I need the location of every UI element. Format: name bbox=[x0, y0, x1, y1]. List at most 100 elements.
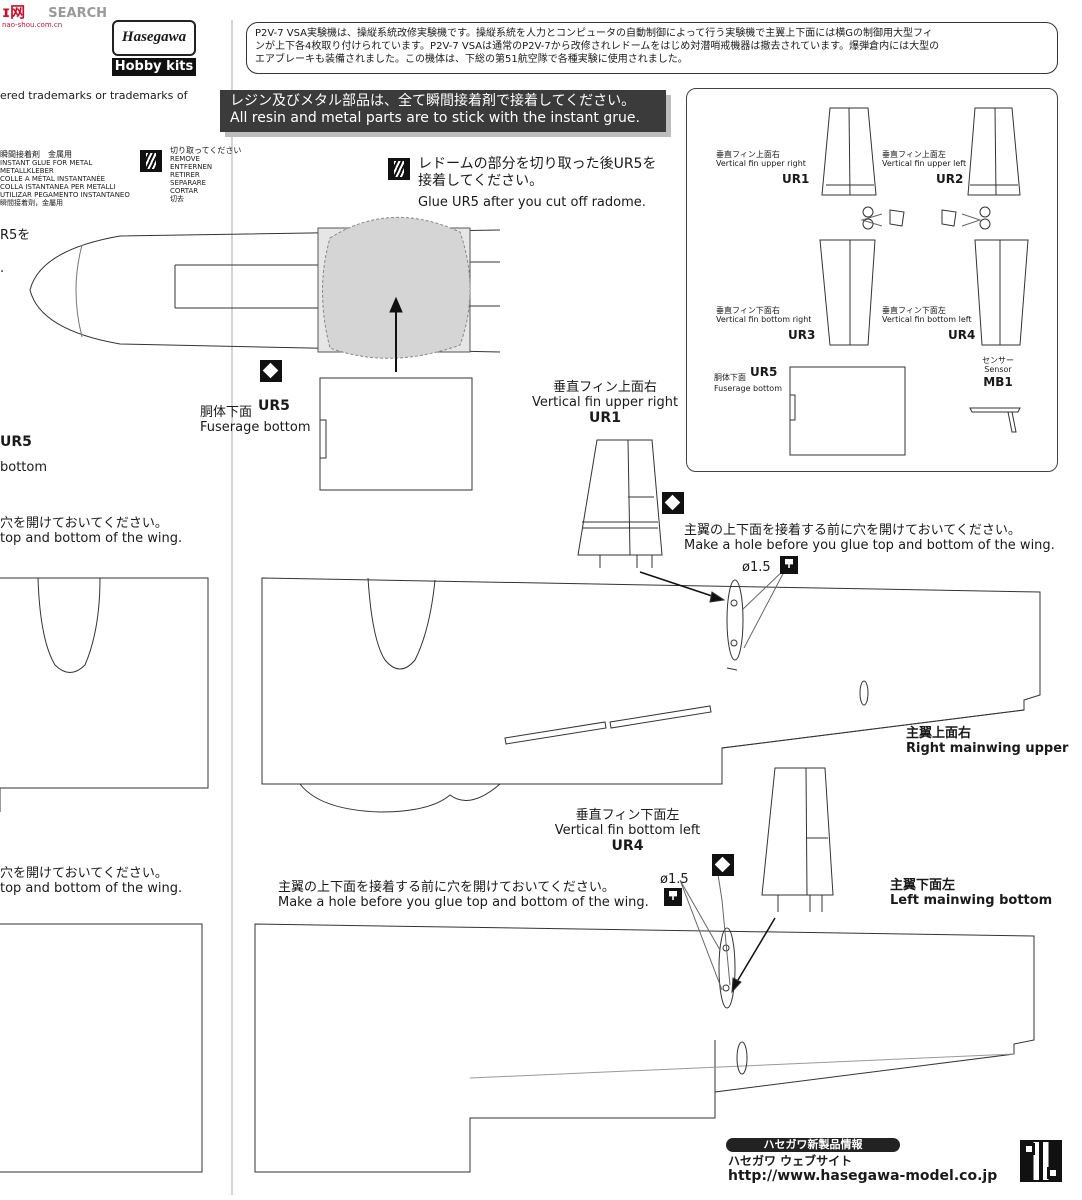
hole-note-lower-en: Make a hole before you glue top and bott… bbox=[278, 895, 649, 910]
trademark-note: ered trademarks or trademarks of bbox=[0, 89, 188, 102]
left-wing-bottom-outline bbox=[254, 923, 1035, 1173]
inset-ur1-fin bbox=[821, 107, 877, 196]
inset-ur1-en: Vertical fin upper right bbox=[716, 159, 806, 168]
new-products-pill: ハセガワ新製品情報 bbox=[726, 1138, 900, 1152]
ur1-fin-outline bbox=[577, 439, 663, 556]
inset-mb1-code: MB1 bbox=[983, 375, 1013, 389]
left-wing-upper-partial bbox=[0, 577, 209, 789]
hole-note-right-en: Make a hole before you glue top and bott… bbox=[684, 538, 1055, 553]
inset-ur1-label: 垂直フィン上面右 Vertical fin upper right UR1 bbox=[716, 150, 809, 187]
watermark-text: SEARCH bbox=[48, 6, 108, 21]
model-description: P2V-7 VSA実験機は、操縦系統改修実験機です。操縦系統を人力とコンピュータ… bbox=[246, 22, 1058, 74]
drill-size-upper: ø1.5 bbox=[742, 560, 771, 575]
left-cut-line-2: . bbox=[0, 261, 5, 276]
inset-ur5-jp: 胴体下面 bbox=[714, 373, 746, 382]
inset-ur3-en: Vertical fin bottom right bbox=[716, 315, 812, 324]
hole-note-right-jp: 主翼の上下面を接着する前に穴を開けておいてください。 bbox=[684, 523, 1021, 538]
resin-glue-banner: レジン及びメタル部品は、全て瞬間接着剤で接着してください。 All resin … bbox=[220, 90, 666, 132]
cut-legend-line: REMOVE bbox=[170, 155, 200, 163]
parts-inset bbox=[686, 88, 1058, 472]
ur4-callout-code: UR4 bbox=[611, 838, 644, 854]
description-line-3: エアブレーキも装備されました。この機体は、下総の第51航空隊で各種実験に使用され… bbox=[255, 54, 688, 65]
resin-glue-diamond-icon bbox=[260, 360, 282, 382]
inset-ur2-label: 垂直フィン上面左 Vertical fin upper left UR2 bbox=[882, 150, 966, 187]
cut-legend-jp: 切り取ってください bbox=[170, 146, 242, 155]
left-hole-lower-en: top and bottom of the wing. bbox=[0, 881, 183, 896]
ur1-callout-code: UR1 bbox=[589, 410, 621, 426]
cut-off-icon bbox=[140, 150, 162, 172]
hole-note-right: 主翼の上下面を接着する前に穴を開けておいてください。 Make a hole b… bbox=[684, 523, 1055, 553]
inset-mb1-sensor bbox=[969, 407, 1021, 413]
radome-note-jp: レドームの部分を切り取った後UR5を bbox=[418, 156, 657, 172]
glue-legend-jp: 瞬間接着剤 金属用 bbox=[0, 150, 72, 159]
inset-mb1-jp: センサー bbox=[982, 356, 1014, 365]
ur5-left-en: bottom bbox=[0, 460, 48, 475]
radome-note: レドームの部分を切り取った後UR5を 接着してください。 Glue UR5 af… bbox=[418, 156, 656, 211]
glue-legend-line: INSTANT GLUE FOR METAL bbox=[0, 159, 93, 167]
right-wing-upper-jp: 主翼上面右 bbox=[906, 726, 972, 741]
cut-legend-line: 切去 bbox=[170, 195, 184, 203]
ur4-callout-jp: 垂直フィン下面左 bbox=[575, 808, 680, 823]
inset-ur4-fin bbox=[974, 239, 1029, 346]
drill-size-lower: ø1.5 bbox=[660, 872, 689, 887]
banner-en: All resin and metal parts are to stick w… bbox=[230, 110, 640, 126]
inset-ur3-code: UR3 bbox=[788, 328, 816, 342]
website-url[interactable]: http://www.hasegawa-model.co.jp bbox=[728, 1168, 998, 1184]
inset-ur2-fin bbox=[967, 107, 1021, 196]
fuselage-outline bbox=[29, 229, 501, 353]
radome-note-en: Glue UR5 after you cut off radome. bbox=[418, 195, 646, 210]
ur4-fin-outline bbox=[761, 767, 834, 896]
ur5-label-en: Fuserage bottom bbox=[200, 420, 311, 435]
glue-legend: 瞬間接着剤 金属用 INSTANT GLUE FOR METAL METALLK… bbox=[0, 150, 130, 207]
inset-ur4-code: UR4 bbox=[948, 328, 976, 342]
inset-ur3-label: 垂直フィン下面右 Vertical fin bottom right UR3 bbox=[716, 306, 815, 343]
left-wing-lower-partial bbox=[0, 923, 203, 1173]
ur5-label-jp: 胴体下面 bbox=[200, 405, 253, 420]
radome-note-jp2: 接着してください。 bbox=[418, 173, 544, 189]
description-line-2: ンが上下各4枚取り付けられています。P2V-7 VSAは通常のP2V-7から改修… bbox=[255, 41, 940, 52]
left-hole-upper-en: top and bottom of the wing. bbox=[0, 531, 183, 546]
logo-brand: Hasegawa bbox=[112, 20, 196, 56]
left-hole-note-upper: 穴を開けておいてください。 top and bottom of the wing… bbox=[0, 516, 182, 546]
ur5-left-label: UR5 bottom bbox=[0, 434, 47, 475]
cut-legend: 切り取ってください REMOVE ENTFERNEN RETIRER SEPAR… bbox=[170, 146, 241, 203]
watermark-url: nao-shou.com.cn bbox=[2, 21, 63, 29]
inset-ur4-label: 垂直フィン下面左 Vertical fin bottom left UR4 bbox=[882, 306, 975, 343]
ur1-glue-diamond-icon bbox=[662, 492, 684, 514]
ur5-part-outline bbox=[319, 377, 473, 491]
drill-icon-upper bbox=[780, 556, 798, 574]
glue-legend-line: METALLKLEBER bbox=[0, 167, 54, 175]
drill-icon-lower bbox=[664, 888, 682, 906]
glue-legend-line: 瞬間接着劑，金屬用 bbox=[0, 199, 63, 207]
logo-tagline: Hobby kits bbox=[112, 58, 196, 76]
inset-ur2-code: UR2 bbox=[936, 172, 964, 186]
inset-ur1-code: UR1 bbox=[782, 172, 810, 186]
right-wing-upper-en: Right mainwing upper bbox=[906, 741, 1069, 756]
inset-ur5-label: 胴体下面 UR5 Fuserage bottom bbox=[714, 365, 782, 393]
watermark-brand: ɪ网 bbox=[2, 3, 26, 21]
ur1-callout: 垂直フィン上面右 Vertical fin upper right UR1 bbox=[530, 380, 680, 426]
inset-mb1-en: Sensor bbox=[984, 365, 1012, 374]
glue-legend-line: COLLE A MÉTAL INSTANTANÉE bbox=[0, 175, 106, 183]
ur1-callout-en: Vertical fin upper right bbox=[531, 395, 679, 410]
left-hole-upper-jp: 穴を開けておいてください。 bbox=[0, 516, 168, 531]
left-hole-lower-jp: 穴を開けておいてください。 bbox=[0, 866, 168, 881]
ur5-label-code: UR5 bbox=[258, 398, 290, 414]
inset-ur4-en: Vertical fin bottom left bbox=[882, 315, 972, 324]
left-wing-bottom-label: 主翼下面左 Left mainwing bottom bbox=[890, 878, 1052, 908]
website-jp: ハセガワ ウェブサイト bbox=[728, 1154, 853, 1168]
ur5-label: 胴体下面 UR5 Fuserage bottom bbox=[200, 398, 311, 435]
hole-note-lower: 主翼の上下面を接着する前に穴を開けておいてください。 Make a hole b… bbox=[278, 880, 649, 910]
cut-legend-line: SEPARARE bbox=[170, 179, 207, 187]
qr-code bbox=[1020, 1140, 1062, 1182]
ur1-callout-jp: 垂直フィン上面右 bbox=[553, 380, 657, 395]
left-hole-note-lower: 穴を開けておいてください。 top and bottom of the wing… bbox=[0, 866, 182, 896]
right-wing-upper-outline bbox=[261, 577, 1041, 785]
inset-ur1-jp: 垂直フィン上面右 bbox=[716, 150, 780, 159]
cut-legend-line: ENTFERNEN bbox=[170, 163, 213, 171]
left-wing-bottom-en: Left mainwing bottom bbox=[890, 893, 1053, 908]
inset-ur2-jp: 垂直フィン上面左 bbox=[882, 150, 946, 159]
left-cut-line-1: R5を bbox=[0, 228, 31, 243]
inset-ur4-jp: 垂直フィン下面左 bbox=[882, 306, 946, 315]
